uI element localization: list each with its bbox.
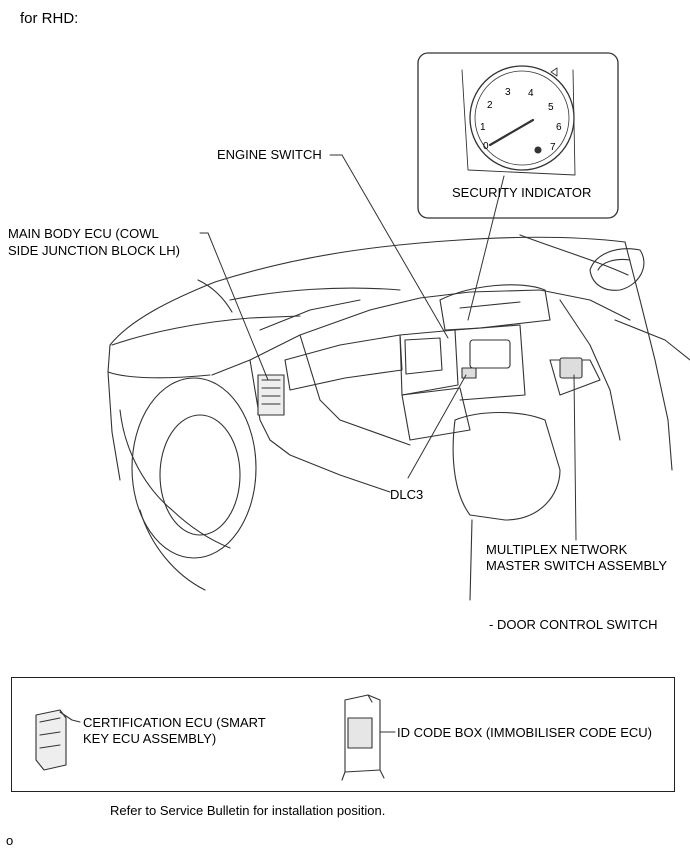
gauge-tick-4: 4 <box>528 88 534 99</box>
footnote: Refer to Service Bulletin for installati… <box>110 803 386 818</box>
gauge-tick-2: 2 <box>487 100 493 111</box>
certification-ecu-label-line1: CERTIFICATION ECU (SMART <box>83 715 266 730</box>
multiplex-network-label-line2: MASTER SWITCH ASSEMBLY <box>486 558 668 573</box>
door-control-switch-label: - DOOR CONTROL SWITCH <box>489 617 658 632</box>
parts-legend-box <box>11 677 675 792</box>
gauge-tick-6: 6 <box>556 122 562 133</box>
main-body-ecu-label-line1: MAIN BODY ECU (COWL <box>8 226 159 241</box>
certification-ecu-label-line2: KEY ECU ASSEMBLY) <box>83 731 217 746</box>
gauge-tick-5: 5 <box>548 102 554 113</box>
certification-ecu-icon <box>35 709 81 771</box>
id-code-box-label: ID CODE BOX (IMMOBILISER CODE ECU) <box>397 725 652 740</box>
page-heading: for RHD: <box>20 10 79 27</box>
vehicle-outline <box>107 234 690 601</box>
security-indicator-label: SECURITY INDICATOR <box>452 185 592 200</box>
engine-switch-label: ENGINE SWITCH <box>217 147 322 162</box>
multiplex-network-label-line1: MULTIPLEX NETWORK <box>486 542 628 557</box>
gauge-tick-1: 1 <box>480 122 486 133</box>
id-code-box-icon <box>341 694 396 781</box>
dlc3-label: DLC3 <box>390 487 424 502</box>
main-body-ecu-label-line2: SIDE JUNCTION BLOCK LH) <box>8 243 180 258</box>
security-indicator-inset <box>417 52 619 219</box>
gauge-tick-7: 7 <box>550 142 556 153</box>
gauge-tick-0: 0 <box>483 141 489 152</box>
leader-lines <box>199 154 577 541</box>
gauge-tick-3: 3 <box>505 87 511 98</box>
page-mark: o <box>6 833 14 848</box>
